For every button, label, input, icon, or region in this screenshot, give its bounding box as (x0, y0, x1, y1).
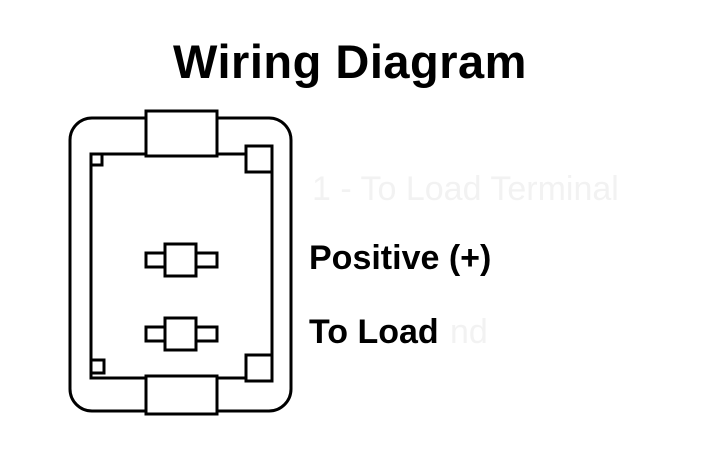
terminal-positive (144, 242, 219, 278)
label-to-load: To Load (309, 313, 439, 351)
diagram-title: Wiring Diagram (173, 35, 527, 88)
ghost-text-line2: nd (450, 313, 488, 351)
terminal-to-load (144, 316, 219, 352)
corner-square-bottom-right (244, 353, 274, 383)
switch-tab-bottom (144, 374, 219, 416)
corner-square-top-left (89, 152, 104, 167)
corner-square-bottom-left (89, 358, 106, 375)
switch-tab-top (144, 109, 219, 158)
label-positive: Positive (+) (309, 239, 492, 277)
corner-square-top-right (244, 144, 274, 174)
ghost-text-line1: 1 - To Load Terminal (312, 170, 619, 208)
